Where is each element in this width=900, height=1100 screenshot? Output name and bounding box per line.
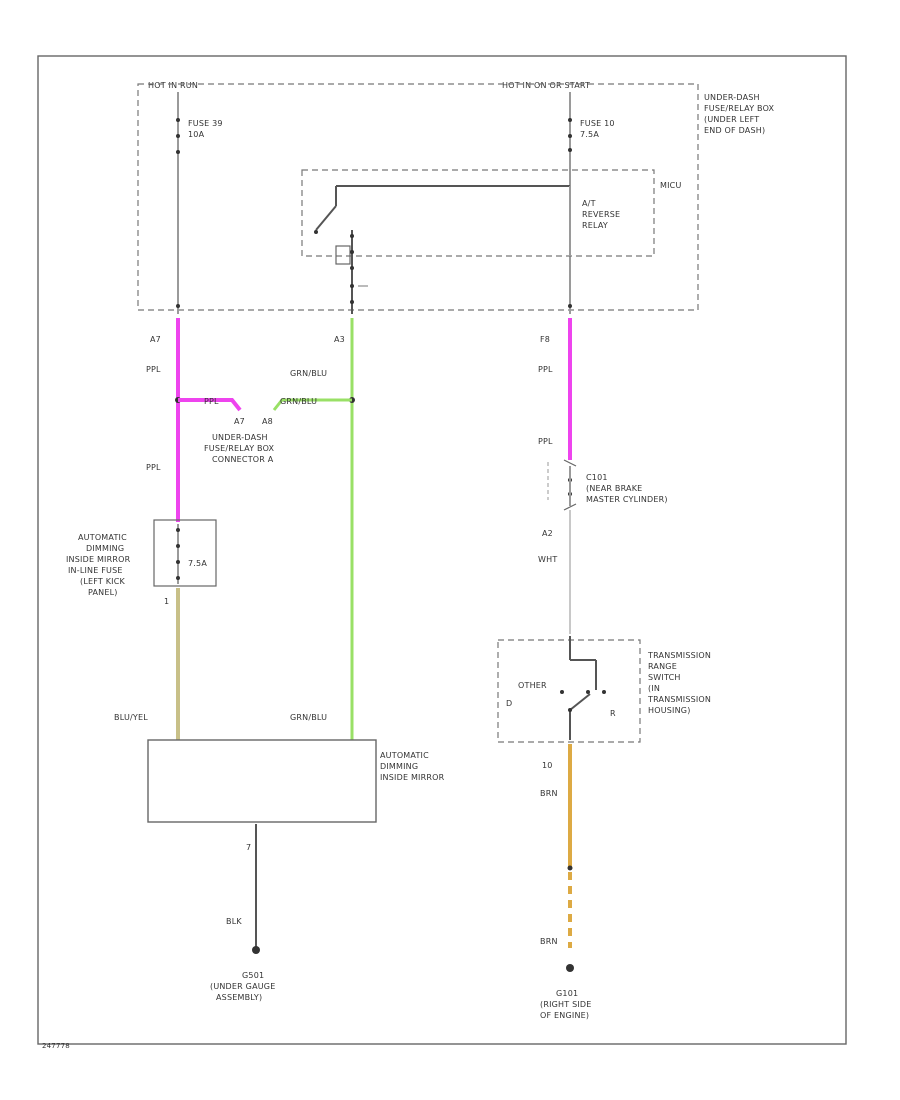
range-switch-label: TRANSMISSION RANGE SWITCH (IN TRANSMISSI…	[647, 651, 711, 715]
svg-text:FUSE/RELAY BOX: FUSE/RELAY BOX	[204, 444, 275, 453]
fuse-relay-box	[137, 83, 699, 311]
svg-text:(UNDER LEFT: (UNDER LEFT	[704, 115, 759, 124]
svg-text:REVERSE: REVERSE	[582, 210, 620, 219]
hot-in-run-label: HOT IN RUN	[148, 81, 198, 90]
micu-box	[301, 169, 655, 257]
svg-text:MASTER CYLINDER): MASTER CYLINDER)	[586, 495, 668, 504]
range-pos-r: R	[610, 709, 616, 718]
fuse-10-label: FUSE 10 7.5A	[580, 119, 615, 139]
svg-text:TRANSMISSION: TRANSMISSION	[647, 695, 711, 704]
svg-text:UNDER-DASH: UNDER-DASH	[704, 93, 760, 102]
mirror-pin-bottom: 7	[246, 843, 251, 852]
connector-a-pin-left: A7	[234, 417, 245, 426]
svg-text:C101: C101	[586, 473, 608, 482]
wire-label-ppl-jumper: PPL	[204, 397, 219, 406]
range-switch-pin-bottom: 10	[542, 761, 553, 770]
svg-text:G101: G101	[556, 989, 578, 998]
wire-label-wht: WHT	[538, 555, 557, 564]
inside-mirror-box	[147, 739, 377, 823]
wire-label-brn-top: BRN	[540, 789, 558, 798]
svg-text:AUTOMATIC: AUTOMATIC	[380, 751, 429, 760]
fuse-39-label: FUSE 39 10A	[188, 119, 223, 139]
svg-text:AUTOMATIC: AUTOMATIC	[78, 533, 127, 542]
micu-label: MICU	[660, 181, 682, 190]
range-pos-other: OTHER	[518, 681, 547, 690]
wire-label-brn-bottom: BRN	[540, 937, 558, 946]
svg-text:DIMMING: DIMMING	[86, 544, 124, 553]
svg-text:TRANSMISSION: TRANSMISSION	[647, 651, 711, 660]
wire-label-grn-blu-top: GRN/BLU	[290, 369, 327, 378]
svg-text:RANGE: RANGE	[648, 662, 677, 671]
connector-a-pin-right: A8	[262, 417, 273, 426]
svg-text:CONNECTOR A: CONNECTOR A	[212, 455, 274, 464]
ground-g501-symbol	[252, 946, 260, 954]
pin-a7-top: A7	[150, 335, 161, 344]
ground-g101-label: G101 (RIGHT SIDE OF ENGINE)	[540, 989, 592, 1020]
inside-mirror-label: AUTOMATIC DIMMING INSIDE MIRROR	[380, 751, 445, 782]
svg-text:OF ENGINE): OF ENGINE)	[540, 1011, 589, 1020]
svg-text:RELAY: RELAY	[582, 221, 608, 230]
range-pos-d: D	[506, 699, 512, 708]
svg-text:PANEL): PANEL)	[88, 588, 118, 597]
svg-text:(UNDER GAUGE: (UNDER GAUGE	[210, 982, 275, 991]
diagram-id: 247778	[42, 1042, 70, 1050]
svg-text:HOUSING): HOUSING)	[648, 706, 691, 715]
inline-fuse-pin: 1	[164, 597, 169, 606]
relay-coil	[335, 245, 351, 265]
ground-g101-symbol	[566, 964, 574, 972]
svg-text:ASSEMBLY): ASSEMBLY)	[216, 993, 262, 1002]
svg-text:INSIDE MIRROR: INSIDE MIRROR	[66, 555, 131, 564]
svg-text:(LEFT KICK: (LEFT KICK	[80, 577, 126, 586]
wire-label-ppl-left-lower: PPL	[146, 463, 161, 472]
svg-text:A/T: A/T	[582, 199, 596, 208]
c101-label: C101 (NEAR BRAKE MASTER CYLINDER)	[586, 473, 668, 504]
inline-fuse-box	[153, 519, 217, 587]
svg-text:10A: 10A	[188, 130, 205, 139]
svg-text:SWITCH: SWITCH	[648, 673, 681, 682]
ground-g501-label: G501 (UNDER GAUGE ASSEMBLY)	[210, 971, 275, 1002]
svg-text:END OF DASH): END OF DASH)	[704, 126, 765, 135]
svg-text:(IN: (IN	[648, 684, 660, 693]
inline-fuse-rating: 7.5A	[188, 559, 207, 568]
pin-f8-top: F8	[540, 335, 550, 344]
connector-a-label: UNDER-DASH FUSE/RELAY BOX CONNECTOR A	[204, 433, 275, 464]
reverse-relay-label: A/T REVERSE RELAY	[582, 199, 620, 230]
diagram-frame	[37, 55, 847, 1045]
fuse-relay-box-label: UNDER-DASH FUSE/RELAY BOX (UNDER LEFT EN…	[704, 93, 775, 135]
pin-a3-top: A3	[334, 335, 345, 344]
svg-text:G501: G501	[242, 971, 264, 980]
svg-text:FUSE 39: FUSE 39	[188, 119, 223, 128]
wire-label-grn-blu-bottom: GRN/BLU	[290, 713, 327, 722]
c101-pin-bottom: A2	[542, 529, 553, 538]
wire-label-ppl-right: PPL	[538, 365, 553, 374]
svg-text:(RIGHT SIDE: (RIGHT SIDE	[540, 1000, 592, 1009]
svg-text:FUSE/RELAY BOX: FUSE/RELAY BOX	[704, 104, 775, 113]
svg-text:7.5A: 7.5A	[580, 130, 599, 139]
wire-label-grn-blu-jumper: GRN/BLU	[280, 397, 317, 406]
svg-text:INSIDE MIRROR: INSIDE MIRROR	[380, 773, 445, 782]
hot-in-on-start-label: HOT IN ON OR START	[502, 81, 590, 90]
wire-label-ppl-right-lower: PPL	[538, 437, 553, 446]
svg-text:IN-LINE FUSE: IN-LINE FUSE	[68, 566, 123, 575]
svg-text:UNDER-DASH: UNDER-DASH	[212, 433, 268, 442]
inline-fuse-label: AUTOMATIC DIMMING INSIDE MIRROR IN-LINE …	[66, 533, 131, 597]
svg-text:FUSE 10: FUSE 10	[580, 119, 615, 128]
svg-text:(NEAR BRAKE: (NEAR BRAKE	[586, 484, 642, 493]
svg-text:DIMMING: DIMMING	[380, 762, 418, 771]
wire-label-blu-yel: BLU/YEL	[114, 713, 148, 722]
wire-label-ppl-left: PPL	[146, 365, 161, 374]
wire-label-blk: BLK	[226, 917, 242, 926]
